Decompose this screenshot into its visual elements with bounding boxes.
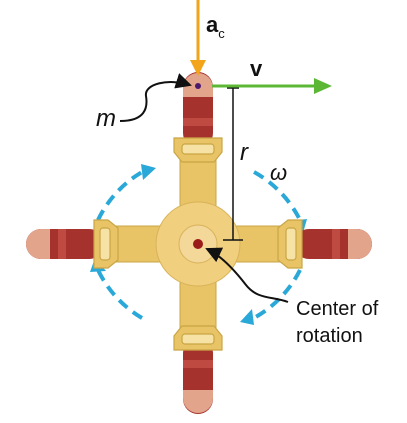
rotation-arrows: [96, 170, 302, 320]
holder-top: [173, 137, 223, 163]
mass-label: m: [96, 105, 116, 132]
omega-label: ω: [270, 160, 287, 185]
center-label-line2: rotation: [296, 325, 363, 347]
rotation-arrow-bottom-right: [253, 269, 302, 320]
velocity-label: v: [250, 56, 263, 81]
mass-pointer-line: [119, 73, 192, 122]
mass-dot: [195, 83, 201, 89]
tube-left: [26, 229, 104, 259]
radius-label: r: [240, 139, 249, 166]
arrowhead-top-right: [141, 164, 156, 180]
velocity-arrow: [212, 78, 332, 94]
holder-right: [277, 219, 303, 269]
holder-left: [93, 219, 119, 269]
accel-label: ac: [206, 12, 225, 41]
arrowhead-bottom-left: [240, 309, 254, 325]
radius-marker: [223, 87, 243, 241]
holder-bottom: [173, 325, 223, 351]
center-label-line1: Center of: [296, 298, 379, 320]
center-pointer-line: [205, 247, 289, 303]
acceleration-arrow: [190, 0, 206, 76]
tube-bottom: [183, 338, 213, 414]
center-of-rotation-dot: [193, 239, 203, 249]
rotation-arrow-bottom-left: [96, 269, 144, 320]
tube-right: [294, 229, 372, 259]
rotation-arrow-top-right: [253, 170, 302, 221]
tube-holders: [93, 137, 303, 351]
rotation-arrow-top-left: [96, 170, 144, 221]
